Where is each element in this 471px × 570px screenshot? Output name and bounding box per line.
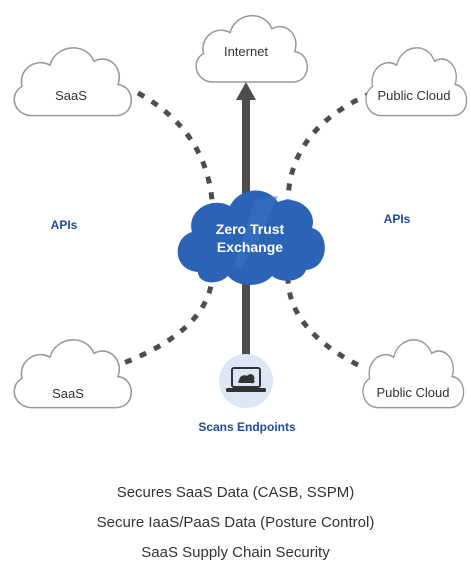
feature-list: Secures SaaS Data (CASB, SSPM) Secure Ia…	[0, 478, 471, 568]
feature-item: Secure IaaS/PaaS Data (Posture Control)	[96, 514, 375, 531]
connector-saas-bottom	[109, 279, 215, 371]
hub-title-line1: Zero Trust	[216, 221, 285, 237]
endpoint-group: Scans Endpoints	[198, 354, 296, 434]
cloud-saas-bottom: SaaS	[13, 339, 133, 409]
cloud-public-cloud-top-label: Public Cloud	[378, 88, 451, 103]
cloud-internet-label: Internet	[224, 44, 268, 59]
zero-trust-exchange-hub: Zero Trust Exchange	[177, 190, 325, 285]
feature-item: Secures SaaS Data (CASB, SSPM)	[116, 484, 355, 501]
cloud-saas-bottom-label: SaaS	[52, 386, 84, 401]
connector-public-cloud-top	[285, 90, 373, 201]
zscaler-logo-watermark	[234, 196, 278, 270]
apis-label-left: APIs	[51, 218, 78, 232]
connector-saas-top	[136, 90, 215, 201]
cloud-public-cloud-bottom: Public Cloud	[362, 339, 465, 409]
connector-public-cloud-bottom	[285, 279, 360, 368]
cloud-saas-top-label: SaaS	[55, 88, 87, 103]
cloud-public-cloud-bottom-label: Public Cloud	[377, 385, 450, 400]
feature-item: SaaS Supply Chain Security	[141, 544, 330, 561]
scans-endpoints-label: Scans Endpoints	[198, 420, 296, 434]
architecture-diagram: Internet SaaS Public Cloud SaaS Public C…	[13, 14, 468, 434]
cloud-saas-top: SaaS	[13, 47, 133, 117]
apis-label-right: APIs	[384, 212, 411, 226]
dotted-connectors	[109, 90, 373, 371]
hub-title-line2: Exchange	[217, 239, 283, 255]
cloud-internet: Internet	[195, 14, 309, 83]
laptop-icon	[226, 367, 266, 392]
cloud-public-cloud-top: Public Cloud	[365, 47, 468, 117]
